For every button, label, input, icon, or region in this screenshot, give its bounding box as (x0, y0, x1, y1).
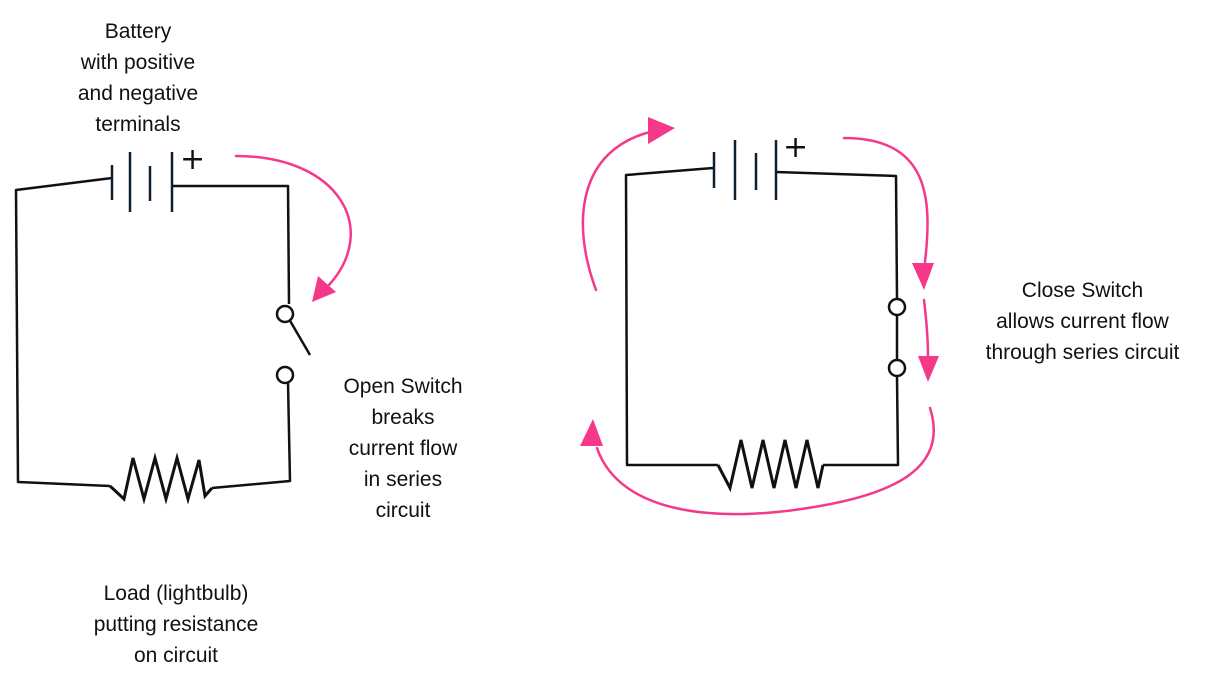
left-open-switch (275, 304, 312, 385)
caption-line: Battery (104, 20, 172, 43)
caption-line: on circuit (133, 644, 219, 667)
left-positive-sign: + (180, 142, 206, 177)
right-wire-top-right (775, 170, 899, 299)
load-caption: Load (lightbulb) putting resistance on c… (66, 578, 286, 671)
caption-line: circuit (375, 499, 431, 522)
right-current-arrow-switch (918, 298, 939, 382)
open-switch-caption: Open Switch breaks current flow in serie… (313, 371, 493, 526)
close-switch-caption: Close Switch allows current flow through… (955, 275, 1210, 368)
left-wire-top-right (172, 184, 291, 305)
switch-terminal (887, 358, 907, 378)
switch-blade (287, 318, 312, 356)
right-battery (712, 140, 778, 200)
caption-line: Load (lightbulb) (103, 582, 249, 605)
right-wire-top-left (624, 166, 718, 467)
right-resistor (716, 439, 825, 493)
switch-terminal (275, 304, 295, 324)
caption-line: through series circuit (985, 341, 1180, 364)
left-current-arrow (234, 154, 352, 302)
battery-caption: Battery with positive and negative termi… (38, 16, 238, 140)
right-positive-sign: + (783, 130, 809, 165)
left-wire-top-left (14, 176, 113, 488)
left-battery (110, 152, 174, 212)
right-wire-bottom-right (823, 375, 900, 467)
caption-line: putting resistance (93, 613, 259, 636)
caption-line: with positive (80, 51, 196, 74)
right-current-arrow-top-right (842, 136, 934, 290)
right-closed-switch (887, 297, 907, 378)
caption-line: terminals (95, 113, 181, 136)
left-circuit (14, 152, 352, 505)
caption-line: breaks (371, 406, 435, 429)
caption-line: Close Switch (1021, 279, 1144, 302)
caption-line: and negative (77, 82, 199, 105)
left-wire-bottom-right (211, 382, 292, 490)
right-current-arrow-top-left (581, 117, 675, 292)
right-current-arrow-bottom (580, 406, 936, 516)
left-resistor (108, 452, 214, 505)
caption-line: in series (363, 468, 443, 491)
switch-terminal (887, 297, 907, 317)
caption-line: allows current flow (996, 310, 1169, 333)
right-circuit (580, 117, 939, 516)
caption-line: Open Switch (343, 375, 463, 398)
switch-terminal (275, 365, 295, 385)
caption-line: current flow (348, 437, 458, 460)
